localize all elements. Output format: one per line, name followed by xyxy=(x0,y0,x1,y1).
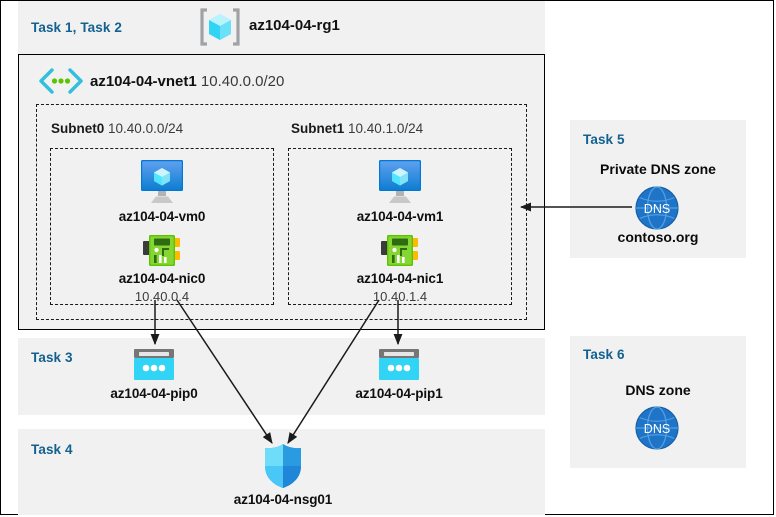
private-dns-name: contoso.org xyxy=(617,229,699,245)
nic1-ip: 10.40.1.4 xyxy=(372,289,428,304)
resource-group-name: az104-04-rg1 xyxy=(249,17,340,34)
pip1-label: az104-04-pip1 xyxy=(355,386,443,401)
virtual-machine-icon xyxy=(374,158,426,206)
vm0-label: az104-04-vm0 xyxy=(118,209,206,224)
task-label-4: Task 4 xyxy=(31,442,73,457)
virtual-network-icon xyxy=(38,68,84,94)
subnet1-header: Subnet1 10.40.1.0/24 xyxy=(291,121,424,136)
nic0-label: az104-04-nic0 xyxy=(118,271,206,286)
subnet1-box xyxy=(288,148,512,305)
virtual-machine-icon xyxy=(136,158,188,206)
task-label-6: Task 6 xyxy=(583,347,625,362)
public-ip-address-icon xyxy=(377,348,421,382)
task-label-5: Task 5 xyxy=(583,132,625,147)
network-interface-icon xyxy=(143,233,181,269)
private-dns-title: Private DNS zone xyxy=(600,161,716,177)
dns-zone-icon: DNS xyxy=(634,405,680,451)
nic0-ip: 10.40.0.4 xyxy=(134,289,190,304)
svg-text:DNS: DNS xyxy=(644,202,670,216)
dns-zone-icon: DNS xyxy=(634,185,680,231)
resource-group-icon xyxy=(198,6,242,48)
nsg-label: az104-04-nsg01 xyxy=(233,492,333,507)
vnet-container xyxy=(18,54,545,330)
svg-text:DNS: DNS xyxy=(644,422,670,436)
subnet0-box xyxy=(50,148,274,305)
pip0-label: az104-04-pip0 xyxy=(110,386,198,401)
task-label-3: Task 3 xyxy=(31,350,73,365)
task-label-1-2: Task 1, Task 2 xyxy=(31,20,122,35)
network-interface-icon xyxy=(381,233,419,269)
resource-group-band xyxy=(18,1,545,54)
vm1-label: az104-04-vm1 xyxy=(356,209,444,224)
vnet-title: az104-04-vnet1 10.40.0.0/20 xyxy=(90,73,285,90)
network-security-group-icon xyxy=(262,442,304,490)
public-dns-title: DNS zone xyxy=(625,382,691,398)
subnets-group-box xyxy=(36,104,527,320)
public-ip-address-icon xyxy=(132,348,176,382)
public-ip-panel xyxy=(18,338,545,415)
nic1-label: az104-04-nic1 xyxy=(356,271,444,286)
subnet0-header: Subnet0 10.40.0.0/24 xyxy=(51,121,184,136)
